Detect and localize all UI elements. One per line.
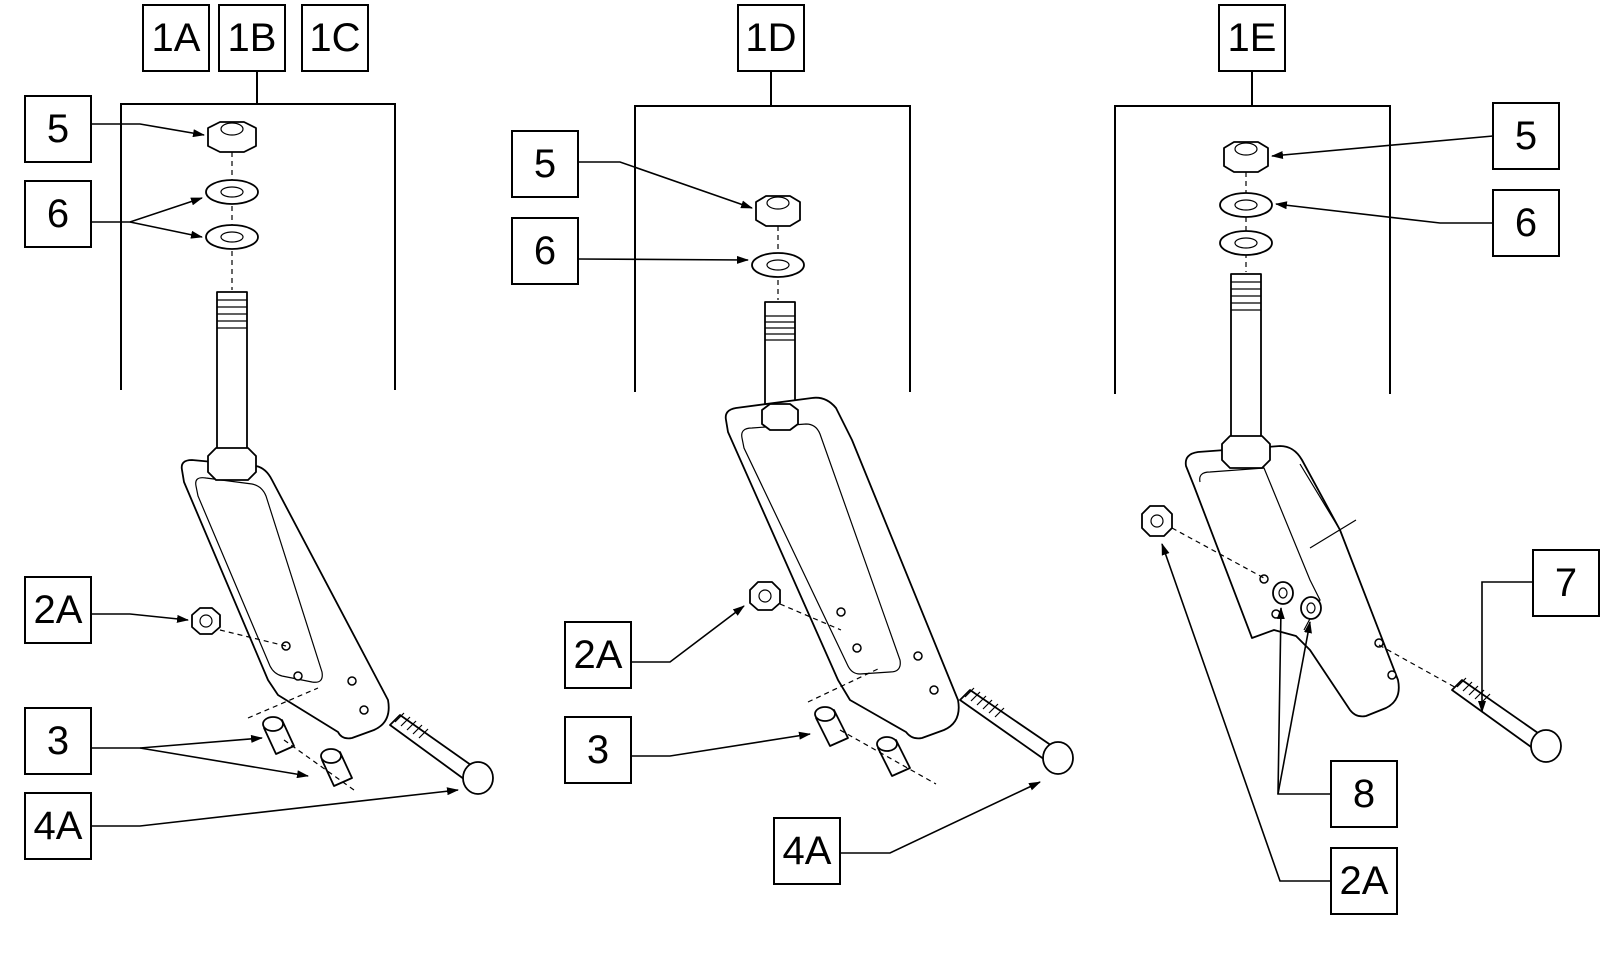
callout-bushing: 8 bbox=[1276, 607, 1398, 828]
callout-locknut: 2A bbox=[24, 576, 189, 644]
header-label-1d: 1D bbox=[737, 4, 805, 72]
nut bbox=[1223, 141, 1269, 173]
callout-spacer: 3 bbox=[564, 716, 811, 784]
callout-bolt: 4A bbox=[24, 787, 459, 860]
bolt bbox=[1451, 677, 1562, 763]
locknut bbox=[1141, 505, 1173, 537]
group-right: 1E bbox=[1114, 4, 1600, 915]
callout-locknut: 2A bbox=[564, 605, 745, 689]
callout-bolt: 7 bbox=[1478, 549, 1600, 713]
spacer bbox=[814, 706, 849, 747]
stem bbox=[764, 301, 796, 413]
svg-text:8: 8 bbox=[1353, 772, 1375, 816]
callout-nut: 5 bbox=[24, 95, 205, 163]
header-label-1e: 1E bbox=[1218, 4, 1286, 72]
svg-text:1E: 1E bbox=[1228, 16, 1277, 60]
svg-text:1B: 1B bbox=[228, 16, 277, 60]
caster-fork bbox=[180, 447, 390, 740]
washer bbox=[1219, 230, 1273, 256]
bolt bbox=[959, 687, 1074, 775]
header-label-1c: 1C bbox=[301, 4, 369, 72]
svg-text:1C: 1C bbox=[309, 16, 360, 60]
svg-text:6: 6 bbox=[47, 192, 69, 236]
callout-washer: 6 bbox=[24, 180, 203, 248]
svg-text:5: 5 bbox=[47, 107, 69, 151]
svg-text:1A: 1A bbox=[152, 16, 201, 60]
group-bracket bbox=[1114, 71, 1391, 394]
locknut bbox=[191, 607, 221, 635]
spacer bbox=[320, 748, 353, 787]
washer bbox=[751, 252, 805, 278]
callout-washer: 6 bbox=[1275, 189, 1560, 257]
locknut bbox=[749, 581, 781, 611]
spacer bbox=[876, 736, 911, 777]
svg-text:4A: 4A bbox=[34, 804, 83, 848]
stem bbox=[216, 291, 248, 455]
group-left: 1A 1B 1C bbox=[24, 4, 494, 860]
svg-text:6: 6 bbox=[1515, 201, 1537, 245]
spacer bbox=[262, 716, 295, 755]
nut bbox=[755, 195, 801, 227]
svg-text:5: 5 bbox=[534, 142, 556, 186]
callout-washer: 6 bbox=[511, 217, 749, 285]
group-bracket bbox=[634, 71, 911, 392]
bushing bbox=[1300, 596, 1322, 620]
svg-text:7: 7 bbox=[1555, 561, 1577, 605]
svg-text:2A: 2A bbox=[34, 588, 83, 632]
header-label-1a: 1A bbox=[142, 4, 210, 72]
svg-text:5: 5 bbox=[1515, 114, 1537, 158]
washer bbox=[1219, 192, 1273, 218]
bushing bbox=[1272, 581, 1294, 605]
svg-text:3: 3 bbox=[587, 728, 609, 772]
group-bracket bbox=[120, 71, 396, 390]
washer bbox=[205, 179, 259, 205]
callout-spacer: 3 bbox=[24, 707, 309, 779]
group-middle: 1D bbox=[511, 4, 1074, 885]
callout-bolt: 4A bbox=[773, 781, 1041, 885]
header-label-1b: 1B bbox=[218, 4, 286, 72]
callout-locknut: 2A bbox=[1161, 543, 1398, 915]
svg-text:6: 6 bbox=[534, 229, 556, 273]
svg-text:4A: 4A bbox=[783, 829, 832, 873]
svg-text:2A: 2A bbox=[574, 633, 623, 677]
washer bbox=[205, 224, 259, 250]
caster-fork bbox=[724, 396, 960, 740]
svg-text:1D: 1D bbox=[745, 16, 796, 60]
nut bbox=[207, 121, 257, 153]
stem bbox=[1230, 273, 1262, 439]
caster-fork bbox=[1184, 435, 1400, 718]
svg-text:3: 3 bbox=[47, 719, 69, 763]
svg-text:2A: 2A bbox=[1340, 859, 1389, 903]
callout-nut: 5 bbox=[1271, 102, 1560, 170]
bolt bbox=[389, 712, 494, 795]
callout-nut: 5 bbox=[511, 130, 753, 209]
